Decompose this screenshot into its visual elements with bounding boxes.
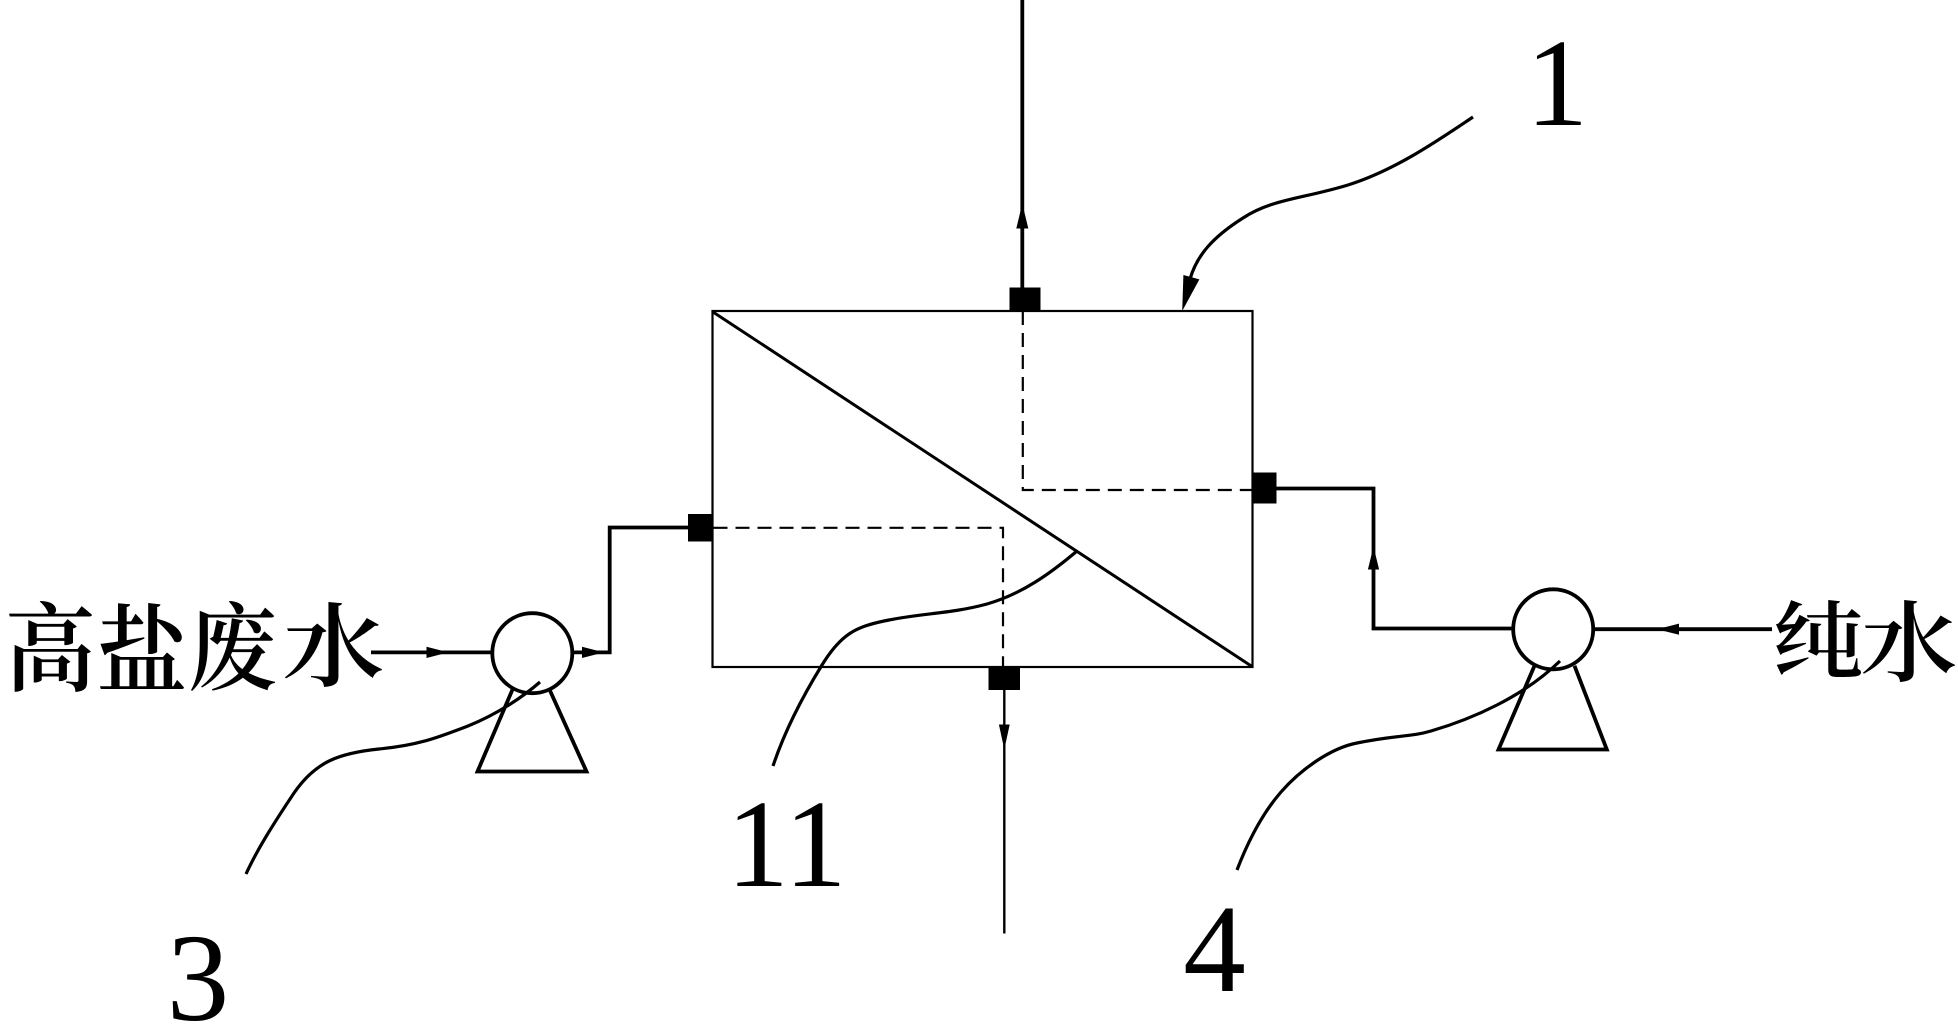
- svg-text:11: 11: [726, 776, 846, 914]
- svg-text:1: 1: [1526, 15, 1589, 153]
- svg-text:3: 3: [167, 910, 230, 1026]
- svg-text:4: 4: [1183, 881, 1246, 1019]
